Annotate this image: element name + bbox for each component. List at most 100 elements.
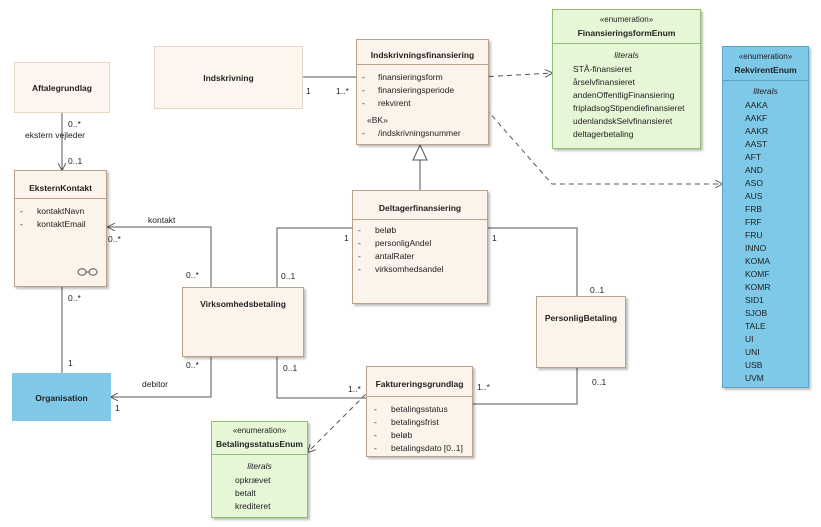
literal: AUS bbox=[745, 191, 763, 201]
betalingsstatus-enum-title: BetalingsstatusEnum bbox=[216, 439, 303, 449]
literal: AAST bbox=[745, 139, 768, 149]
separator bbox=[553, 43, 700, 44]
attr-kontaktnavn: kontaktNavn bbox=[37, 206, 85, 216]
indskrivning-title: Indskrivning bbox=[203, 73, 254, 83]
generalization-triangle bbox=[412, 143, 428, 161]
assoc-delt-virksomhed bbox=[276, 227, 352, 287]
literal: krediteret bbox=[235, 501, 271, 511]
enum-stereotype: «enumeration» bbox=[232, 426, 287, 435]
indskrivning-class[interactable]: Indskrivning bbox=[154, 46, 303, 109]
organisation-title: Organisation bbox=[35, 393, 88, 403]
attr-visibility: - bbox=[358, 264, 361, 274]
mult-label: 1..* bbox=[336, 86, 349, 96]
ekstern-kontakt-title: EksternKontakt bbox=[29, 183, 92, 193]
attr-visibility: - bbox=[20, 206, 23, 216]
enum-stereotype: «enumeration» bbox=[738, 52, 793, 61]
deltagerfinansiering-title: Deltagerfinansiering bbox=[378, 203, 462, 213]
deltagerfinansiering-class[interactable]: Deltagerfinansiering - beløb - personlig… bbox=[352, 190, 488, 304]
attr-personligandel: personligAndel bbox=[375, 238, 432, 248]
literal: opkrævet bbox=[235, 475, 271, 485]
composite-link-icon bbox=[77, 268, 98, 276]
separator bbox=[723, 80, 808, 81]
separator bbox=[357, 64, 488, 65]
literal: TALE bbox=[745, 321, 766, 331]
aftalegrundlag-class[interactable]: Aftalegrundlag bbox=[14, 62, 110, 113]
literal: KOMA bbox=[745, 256, 771, 266]
finansieringsform-enum[interactable]: «enumeration» FinansieringsformEnum lite… bbox=[552, 9, 701, 149]
faktureringsgrundlag-title: Faktureringsgrundlag bbox=[375, 379, 464, 389]
personlig-betaling-class[interactable]: PersonligBetaling bbox=[536, 296, 626, 368]
assoc-debitor bbox=[111, 357, 212, 397]
rekvirent-enum-title: RekvirentEnum bbox=[734, 65, 797, 75]
mult-label: 1 bbox=[68, 358, 73, 368]
literals-header: literals bbox=[247, 461, 272, 471]
literal: betalt bbox=[235, 488, 256, 498]
enum-stereotype: «enumeration» bbox=[599, 15, 654, 24]
attr-visibility: - bbox=[358, 251, 361, 261]
literal: INNO bbox=[745, 243, 767, 253]
separator bbox=[15, 198, 106, 199]
attr-finansieringsperiode: finansieringsperiode bbox=[378, 85, 455, 95]
mult-label: 0..1 bbox=[68, 156, 83, 166]
finansieringsform-enum-title: FinansieringsformEnum bbox=[577, 28, 676, 38]
attr-visibility: - bbox=[374, 443, 377, 453]
assoc-kontakt bbox=[108, 227, 212, 287]
literal: fripladsogStipendiefinansieret bbox=[573, 103, 685, 113]
mult-label: 0..1 bbox=[283, 363, 298, 373]
indskrivningsfinansiering-title: Indskrivningsfinansiering bbox=[370, 50, 475, 60]
role-label: kontakt bbox=[148, 215, 176, 225]
separator bbox=[212, 454, 307, 455]
attr-betalingsstatus: betalingsstatus bbox=[391, 404, 448, 414]
dep-finansieringsform bbox=[479, 73, 552, 78]
role-label: debitor bbox=[142, 379, 168, 389]
literals-header: literals bbox=[614, 50, 639, 60]
virksomhedsbetaling-class[interactable]: Virksomhedsbetaling bbox=[182, 287, 304, 357]
literal: FRU bbox=[745, 230, 763, 240]
dep-betalingsstatus bbox=[308, 387, 373, 452]
attr-betalingsfrist: betalingsfrist bbox=[391, 417, 439, 427]
mult-label: 0..1 bbox=[281, 271, 296, 281]
mult-label: 0..* bbox=[108, 234, 121, 244]
attr-visibility: - bbox=[374, 404, 377, 414]
literal: UI bbox=[745, 334, 754, 344]
assoc-vb-faktura bbox=[276, 357, 366, 399]
attr-betalingsdato: betalingsdato [0..1] bbox=[391, 443, 463, 453]
attr-belob: beløb bbox=[391, 430, 413, 440]
attr-visibility: - bbox=[374, 430, 377, 440]
organisation-class[interactable]: Organisation bbox=[12, 373, 111, 421]
separator bbox=[353, 219, 487, 220]
dep-rekvirent bbox=[479, 101, 722, 184]
mult-label: 1..* bbox=[348, 384, 361, 394]
bk-stereotype: «BK» bbox=[367, 115, 388, 125]
betalingsstatus-enum[interactable]: «enumeration» BetalingsstatusEnum litera… bbox=[211, 421, 308, 518]
attr-visibility: - bbox=[362, 98, 365, 108]
mult-label: 1..* bbox=[477, 382, 490, 392]
mult-label: 0..* bbox=[68, 293, 81, 303]
literal: AAKA bbox=[745, 100, 768, 110]
attr-visibility: - bbox=[358, 238, 361, 248]
literal: FRB bbox=[745, 204, 762, 214]
virksomhedsbetaling-title: Virksomhedsbetaling bbox=[200, 299, 286, 309]
mult-label: 0..1 bbox=[592, 377, 607, 387]
attr-virksomhedsandel: virksomhedsandel bbox=[375, 264, 444, 274]
literal: UVM bbox=[745, 373, 764, 383]
faktureringsgrundlag-class[interactable]: Faktureringsgrundlag - betalingsstatus -… bbox=[366, 366, 473, 457]
indskrivningsfinansiering-class[interactable]: Indskrivningsfinansiering - finansiering… bbox=[356, 39, 489, 145]
attr-rekvirent: rekvirent bbox=[378, 98, 411, 108]
ekstern-kontakt-class[interactable]: EksternKontakt - kontaktNavn - kontaktEm… bbox=[14, 170, 107, 287]
assoc-delt-personlig bbox=[488, 227, 578, 296]
rekvirent-enum[interactable]: «enumeration» RekvirentEnum literals AAK… bbox=[722, 46, 809, 388]
literal: KOMF bbox=[745, 269, 770, 279]
mult-label: 0..* bbox=[186, 270, 199, 280]
attr-kontaktemail: kontaktEmail bbox=[37, 219, 86, 229]
personlig-betaling-title: PersonligBetaling bbox=[544, 313, 618, 323]
literal: KOMR bbox=[745, 282, 771, 292]
mult-label: 1 bbox=[344, 233, 349, 243]
attr-belob: beløb bbox=[375, 225, 397, 235]
literal: SJOB bbox=[745, 308, 768, 318]
literal: AFT bbox=[745, 152, 762, 162]
literal: AND bbox=[745, 165, 763, 175]
literal: AAKR bbox=[745, 126, 769, 136]
role-label: ekstern vejleder bbox=[25, 130, 86, 140]
